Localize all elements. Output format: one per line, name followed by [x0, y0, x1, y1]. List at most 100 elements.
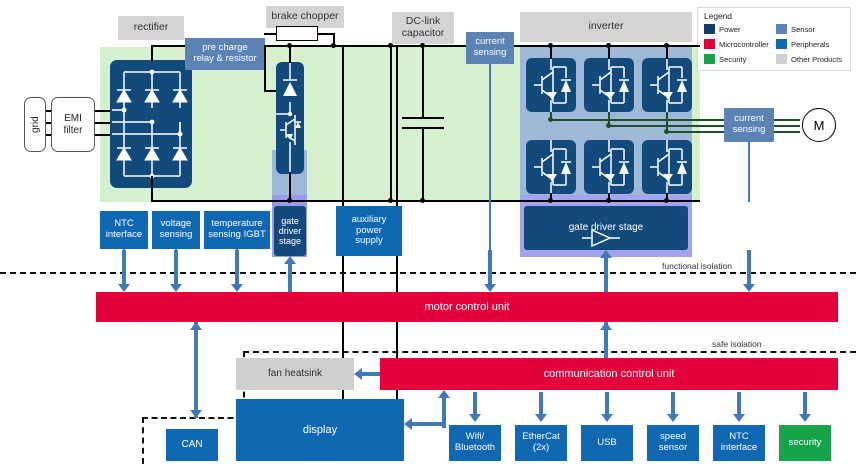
- legend-label-other: Other Products: [791, 54, 843, 64]
- junction-leg2-top: [606, 43, 611, 48]
- dc-minus-rail: [151, 200, 700, 202]
- label-brake-chopper-text: brake chopper: [271, 10, 339, 23]
- junction-chopper-top: [331, 43, 336, 48]
- safe-isolation-line: [243, 351, 856, 353]
- junction-leg1-top: [548, 43, 553, 48]
- capacitor-plate-top: [402, 117, 444, 120]
- arrow-ntc-to-mcu: [118, 250, 130, 294]
- arrow-comm-to-speed-sensor: [667, 392, 679, 424]
- aux-feed-left: [342, 46, 344, 206]
- arrow-current-dc-to-mcu: [484, 250, 496, 294]
- aux-feed-right-down: [396, 256, 398, 294]
- communication-control-unit[interactable]: communication control unit: [380, 358, 838, 390]
- arrow-comm-to-display: [404, 418, 444, 430]
- chopper-resistor-top-r: [318, 33, 335, 35]
- label-brake-chopper: brake chopper: [266, 6, 344, 28]
- legend-item-sensor: Sensor: [776, 24, 815, 34]
- legend-title: Legend: [704, 11, 732, 21]
- brake-chopper-schematic: [274, 62, 301, 174]
- junction-leg3-bottom: [664, 198, 669, 203]
- arrow-comm-to-usb: [601, 392, 613, 424]
- aux-feed-right: [396, 46, 398, 206]
- temperature-sensing-igbt-block[interactable]: temperature sensing IGBT: [204, 211, 270, 249]
- junction-phase-v: [606, 123, 611, 128]
- label-rectifier-text: rectifier: [133, 21, 169, 34]
- arrow-comm-to-fan-heatsink: [354, 368, 392, 380]
- auxiliary-power-supply-block[interactable]: auxiliary power supply: [336, 206, 402, 256]
- peripheral-security-label: security: [788, 436, 822, 448]
- arrow-comm-riser: [438, 390, 450, 428]
- legend-item-security: Security: [704, 54, 746, 64]
- emi-filter-label: EMI filter: [63, 113, 83, 136]
- phase-wire-1b: [95, 110, 112, 112]
- gate-driver-stage-inverter: gate driver stage: [524, 206, 688, 250]
- peripheral-wifi-bluetooth[interactable]: Wifi/ Bluetooth: [449, 425, 501, 461]
- arrow-comm-to-ethercat: [535, 392, 547, 424]
- gate-driver-stage-inverter-label: gate driver stage: [568, 221, 644, 233]
- junction-capacitor-top: [420, 43, 425, 48]
- legend-label-sensor: Sensor: [791, 24, 816, 34]
- label-inverter-text: inverter: [588, 20, 624, 33]
- chopper-resistor-right-v: [333, 33, 335, 47]
- legend-item-power: Power: [704, 24, 741, 34]
- legend-item-microcontroller: Microcontroller: [704, 39, 769, 49]
- display-block[interactable]: display: [236, 399, 404, 461]
- legend-swatch-sensor: [776, 24, 787, 34]
- phase-wire-3: [46, 134, 51, 136]
- peripheral-usb[interactable]: USB: [581, 425, 633, 461]
- legend-item-peripherals: Peripherals: [776, 39, 829, 49]
- safe-isolation-foot: [142, 417, 243, 419]
- arrow-comm-to-security: [799, 392, 811, 424]
- phase-v-mid: [608, 112, 610, 126]
- inverter-leg2-bottom: [608, 193, 610, 202]
- legend-swatch-other: [776, 54, 787, 64]
- voltage-sensing-label: voltage sensing: [159, 218, 193, 240]
- can-label: CAN: [181, 439, 203, 451]
- peripheral-ntc-interface[interactable]: NTC interface: [713, 425, 765, 461]
- safe-isolation-left-drop: [142, 417, 144, 464]
- inverter-leg1-top: [550, 45, 552, 59]
- arrow-mcu-to-chopper-gatedriver: [284, 256, 296, 296]
- gate-driver-stage-chopper: gate driver stage: [274, 206, 306, 256]
- pre-charge-relay-resistor: pre charge relay & resistor: [185, 38, 265, 70]
- functional-isolation-line: [0, 272, 856, 274]
- current-sensing-dc: current sensing: [466, 32, 514, 64]
- label-dc-link-capacitor: DC-link capacitor: [392, 12, 454, 44]
- can-block[interactable]: CAN: [166, 429, 218, 461]
- current-sensing-motor: current sensing: [724, 108, 774, 142]
- temperature-sensing-igbt-label: temperature sensing IGBT: [208, 218, 266, 240]
- peripheral-ethercat-label: EtherCat (2x): [522, 431, 560, 453]
- junction-rail-tap-top: [388, 43, 393, 48]
- arrow-comm-to-wifi: [469, 392, 481, 424]
- gate-driver-inverter-amp-icon: [582, 228, 620, 248]
- phase-wire-1: [46, 110, 51, 112]
- peripheral-wifi-bluetooth-label: Wifi/ Bluetooth: [454, 431, 496, 453]
- capacitor-lower-lead: [422, 129, 424, 201]
- peripheral-usb-label: USB: [597, 436, 617, 448]
- chopper-top-riser: [289, 45, 291, 63]
- ntc-interface-label: NTC interface: [105, 218, 143, 240]
- label-inverter: inverter: [520, 12, 692, 42]
- voltage-sensing-block[interactable]: voltage sensing: [152, 211, 200, 249]
- dc-minus-riser-rectifier: [151, 176, 153, 202]
- peripheral-security[interactable]: security: [779, 425, 831, 461]
- motor-symbol: M: [802, 108, 836, 142]
- gate-driver-stage-chopper-label: gate driver stage: [278, 215, 302, 247]
- phase-u-mid: [550, 112, 552, 120]
- ntc-interface-block[interactable]: NTC interface: [100, 211, 148, 249]
- label-rectifier: rectifier: [118, 16, 184, 40]
- dc-plus-rail: [151, 45, 700, 47]
- peripheral-ethercat[interactable]: EtherCat (2x): [515, 425, 567, 461]
- motor-label: M: [813, 117, 825, 133]
- inverter-leg3-bottom: [666, 193, 668, 202]
- legend: Legend Power Microcontroller Security Se…: [697, 7, 851, 71]
- rail-tap-left-v: [390, 45, 392, 201]
- arrow-mcu-to-inverter-gatedriver: [600, 250, 612, 294]
- arrow-voltage-to-mcu: [170, 250, 182, 294]
- fan-heatsink-label: fan heatsink: [268, 368, 322, 380]
- peripheral-speed-sensor[interactable]: speed sensor: [647, 425, 699, 461]
- motor-control-unit[interactable]: motor control unit: [96, 292, 838, 322]
- safe-isolation-label: safe isolation: [712, 339, 762, 349]
- peripheral-ntc-interface-label: NTC interface: [720, 431, 758, 453]
- label-dc-link-capacitor-text: DC-link capacitor: [401, 15, 445, 39]
